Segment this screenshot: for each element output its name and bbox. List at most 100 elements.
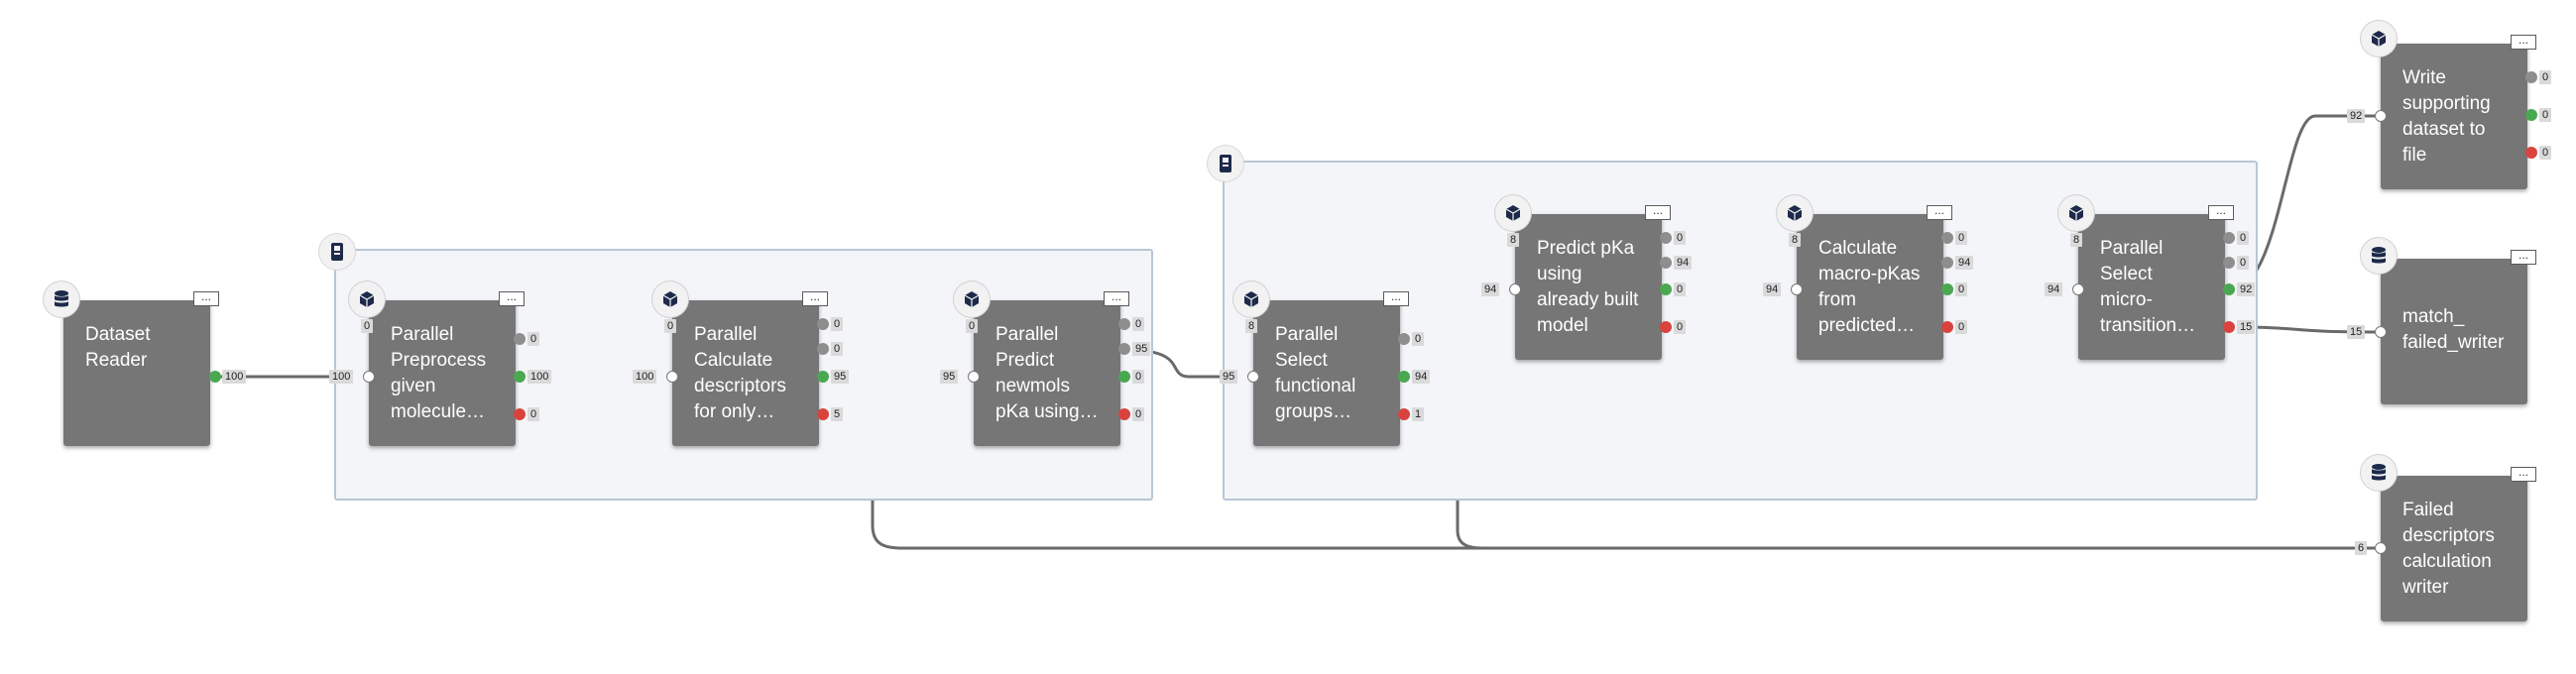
node-label: Parallel Calculate descriptors for only… [694,324,786,422]
node-menu-button[interactable]: ... [1645,204,1671,220]
port-count: 15 [2237,320,2256,334]
input-port[interactable] [363,371,375,383]
failure-port[interactable] [817,408,829,420]
success-port[interactable] [1398,371,1410,383]
node-menu-button[interactable]: ... [2511,34,2536,50]
input-port[interactable] [1509,283,1521,295]
node-dataset-reader[interactable]: Dataset Reader ... [63,290,219,446]
node-predict-pka[interactable]: Predict pKa using already built model ..… [1515,204,1671,360]
neutral-port[interactable] [2223,232,2235,244]
node-parallel-preprocess[interactable]: Parallel Preprocess given molecule… ... [369,290,525,446]
neutral-port[interactable] [817,343,829,355]
port-count: 0 [1674,320,1687,334]
top-count-badge: 8 [2070,233,2083,247]
input-port[interactable] [1247,371,1259,383]
node-menu-button[interactable]: ... [2208,204,2234,220]
node-menu-button[interactable]: ... [1383,290,1409,306]
input-count: 94 [1481,282,1500,296]
success-port[interactable] [817,371,829,383]
failure-port[interactable] [1941,321,1953,333]
cube-icon [1777,195,1813,231]
port-count: 95 [1132,342,1151,356]
cube-icon [1495,195,1531,231]
failure-port[interactable] [1398,408,1410,420]
success-port[interactable] [514,371,526,383]
failure-port[interactable] [1660,321,1672,333]
node-menu-button[interactable]: ... [2511,249,2536,265]
node-label: Dataset Reader [85,324,151,371]
port-count: 0 [2237,256,2250,270]
input-port[interactable] [2375,542,2387,554]
success-port[interactable] [2525,109,2537,121]
port-count: 0 [1132,407,1145,421]
neutral-port[interactable] [2525,71,2537,83]
success-port[interactable] [209,371,221,383]
node-parallel-calculate-descriptors[interactable]: Parallel Calculate descriptors for only…… [672,290,828,446]
node-label: Failed descriptors calculation writer [2402,500,2495,598]
failure-port[interactable] [2223,321,2235,333]
port-count: 92 [2237,282,2256,296]
node-match-failed-writer[interactable]: match_ failed_writer ... [2381,249,2536,404]
node-parallel-select-functional-groups[interactable]: Parallel Select functional groups… ... [1253,290,1409,446]
port-count: 100 [222,370,247,384]
node-failed-descriptors-writer[interactable]: Failed descriptors calculation writer ..… [2381,466,2536,621]
input-port[interactable] [2375,110,2387,122]
success-port[interactable] [2223,283,2235,295]
port-count: 95 [831,370,850,384]
failure-port[interactable] [1118,408,1130,420]
neutral-port[interactable] [1398,333,1410,345]
node-menu-button[interactable]: ... [1104,290,1129,306]
input-count: 95 [1220,370,1238,384]
input-count: 92 [2347,109,2366,123]
top-count-badge: 0 [361,319,374,333]
input-count: 100 [329,370,354,384]
port-count: 0 [2539,108,2552,122]
port-count: 0 [2237,231,2250,245]
top-count-badge: 0 [664,319,677,333]
database-icon [2361,455,2397,491]
top-count-badge: 8 [1789,233,1802,247]
node-label: Parallel Select functional groups… [1275,324,1356,422]
neutral-port[interactable] [514,333,526,345]
neutral-port[interactable] [2223,257,2235,269]
input-port[interactable] [2072,283,2084,295]
neutral-port[interactable] [1941,232,1953,244]
node-label: Predict pKa using already built model [1537,238,1639,336]
node-menu-button[interactable]: ... [1927,204,1952,220]
neutral-port[interactable] [817,318,829,330]
cube-icon [2361,21,2397,56]
neutral-port[interactable] [1941,257,1953,269]
node-menu-button[interactable]: ... [499,290,525,306]
input-port[interactable] [1791,283,1803,295]
input-port[interactable] [968,371,980,383]
input-count: 6 [2355,541,2368,555]
node-calculate-macro-pkas[interactable]: Calculate macro-pKas from predicted… ... [1797,204,1952,360]
neutral-port[interactable] [1660,257,1672,269]
failure-port[interactable] [514,408,526,420]
node-parallel-predict-newmols[interactable]: Parallel Predict newmols pKa using… ... [974,290,1129,446]
cube-icon [1233,281,1269,317]
node-parallel-select-micro-transitions[interactable]: Parallel Select micro- transition… ... [2078,204,2234,360]
failure-port[interactable] [2525,147,2537,159]
input-count: 94 [1763,282,1782,296]
node-label: Calculate macro-pKas from predicted… [1818,238,1921,336]
neutral-port[interactable] [1660,232,1672,244]
success-port[interactable] [1660,283,1672,295]
neutral-port[interactable] [1118,318,1130,330]
input-port[interactable] [2375,326,2387,338]
success-port[interactable] [1941,283,1953,295]
database-icon [2361,238,2397,274]
port-count: 0 [1132,370,1145,384]
port-count: 0 [831,317,844,331]
node-write-supporting-dataset[interactable]: Write supporting dataset to file ... [2381,34,2536,189]
success-port[interactable] [1118,371,1130,383]
node-menu-button[interactable]: ... [193,290,219,306]
port-count: 0 [1955,320,1968,334]
input-port[interactable] [666,371,678,383]
port-count: 1 [1412,407,1425,421]
node-menu-button[interactable]: ... [2511,466,2536,482]
neutral-port[interactable] [1118,343,1130,355]
node-menu-button[interactable]: ... [802,290,828,306]
port-count: 0 [2539,146,2552,160]
